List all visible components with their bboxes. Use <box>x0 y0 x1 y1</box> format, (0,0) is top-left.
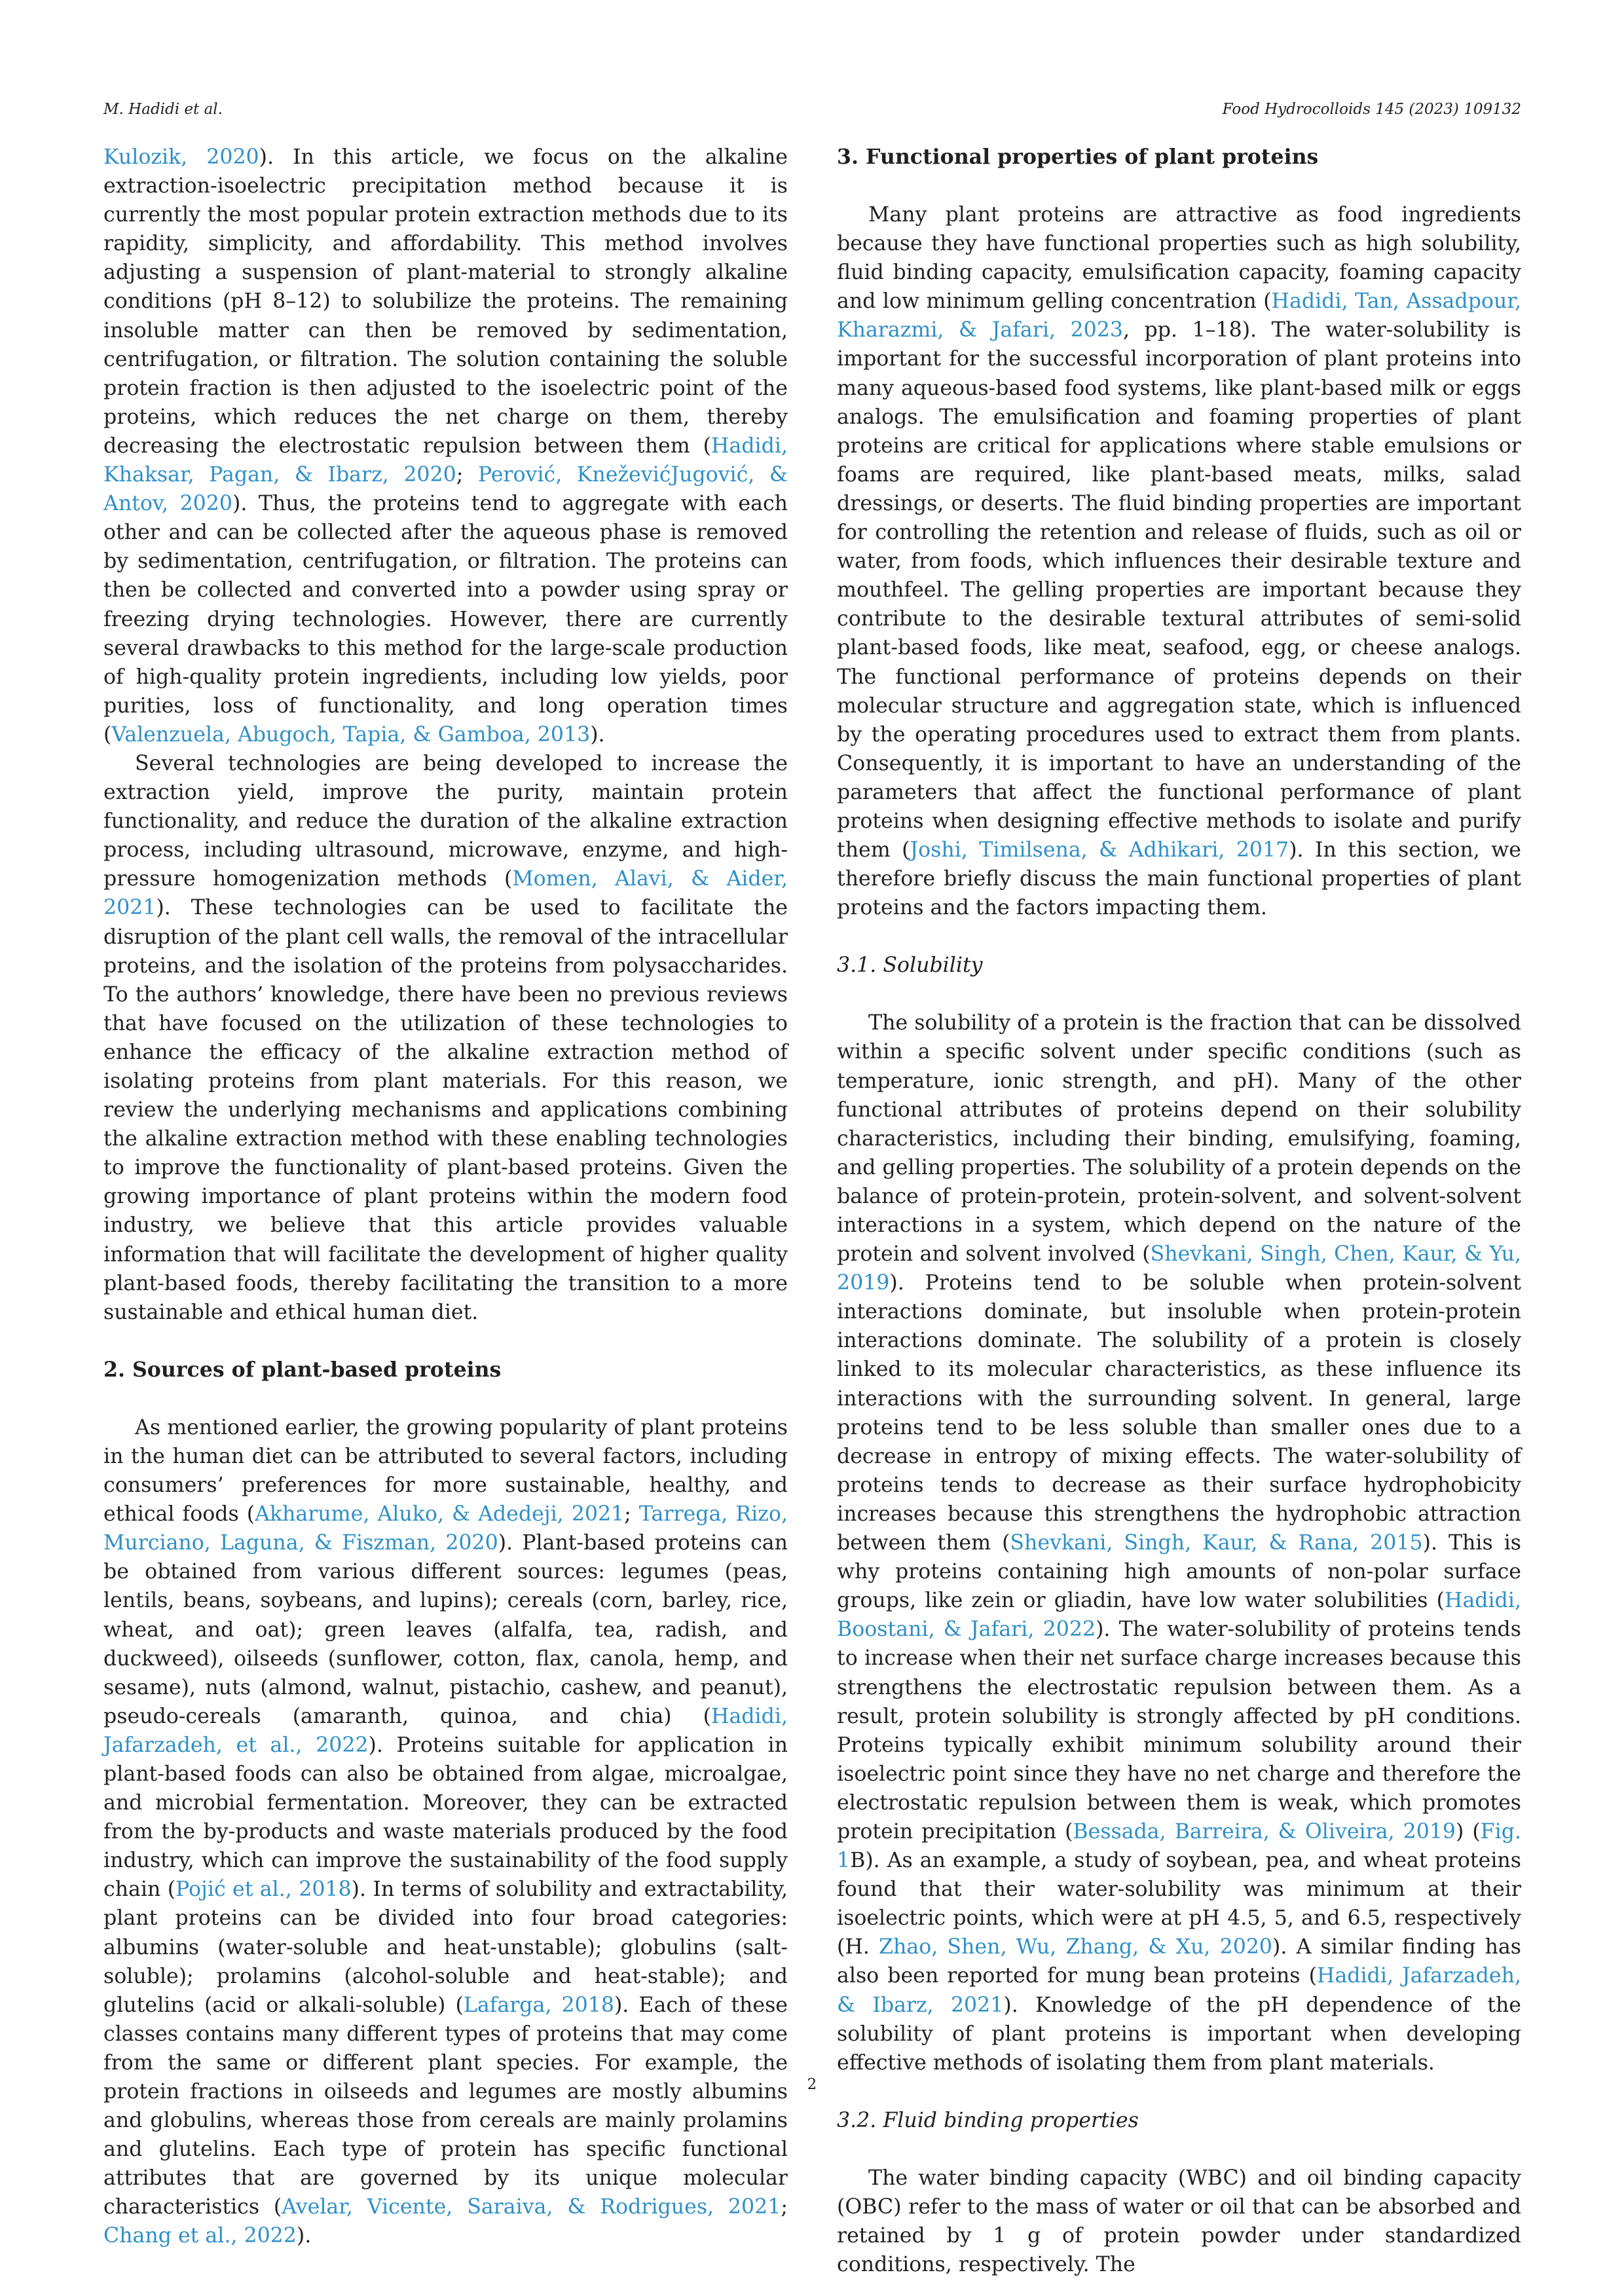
paragraph-text: B). As an example, a study of soybean, p… <box>837 1849 1521 1959</box>
paragraph-text: ). <box>590 722 605 747</box>
paragraph-text: The solubility of a protein is the fract… <box>837 1011 1521 1267</box>
left-column: Kulozik, 2020). In this article, we focu… <box>103 143 788 2251</box>
paragraph-text: ). The water-solubility of proteins tend… <box>837 1618 1521 1844</box>
paragraph-functional-properties: Many plant proteins are attractive as fo… <box>837 200 1521 922</box>
paragraph-text: ). Knowledge of the pH dependence of the… <box>837 1993 1522 2075</box>
running-head-journal: Food Hydrocolloids 145 (2023) 109132 <box>1222 101 1521 118</box>
paragraph-text: ). Plant-based proteins can be obtained … <box>103 1531 788 1728</box>
paragraph-text: ). These technologies can be used to fac… <box>103 896 788 1324</box>
citation-link[interactable]: Valenzuela, Abugoch, Tapia, & Gamboa, 20… <box>111 722 591 747</box>
paragraph-text: The water binding capacity (WBC) and oil… <box>837 2166 1521 2277</box>
paragraph-text: ; <box>781 2195 788 2219</box>
paragraph-text: Many plant proteins are attractive as fo… <box>837 203 1521 314</box>
paragraph-text: ). Thus, the proteins tend to aggregate … <box>103 492 788 747</box>
section-heading-functional-properties: 3. Functional properties of plant protei… <box>837 145 1319 169</box>
paragraph-text: ). In this section, we therefore briefly… <box>837 838 1521 920</box>
citation-link[interactable]: Hadidi, Jafarzadeh, & Ibarz, 2021 <box>837 1964 1521 2017</box>
subsection-heading-solubility: 3.1. Solubility <box>837 954 983 978</box>
citation-link[interactable]: Joshi, Timilsena, & Adhikari, 2017 <box>910 838 1289 862</box>
citation-link[interactable]: Avelar, Vicente, Saraiva, & Rodrigues, 2… <box>282 2195 781 2219</box>
citation-link[interactable]: Hadidi, Boostani, & Jafari, 2022 <box>837 1589 1521 1642</box>
running-head-authors: M. Hadidi et al. <box>103 101 223 118</box>
paragraph-solubility: The solubility of a protein is the fract… <box>837 1009 1521 2077</box>
right-column: 3. Functional properties of plant protei… <box>837 143 1521 2279</box>
citation-link[interactable]: Shevkani, Singh, Kaur, & Rana, 2015 <box>1010 1531 1423 1555</box>
citation-link[interactable]: Akharume, Aluko, & Adedeji, 2021 <box>255 1502 625 1527</box>
page-number: 2 <box>807 2076 817 2093</box>
paragraph-text: ). In this article, we focus on the alka… <box>103 145 788 458</box>
section-heading-sources: 2. Sources of plant-based proteins <box>103 1357 502 1382</box>
citation-link[interactable]: Momen, Alavi, & Aider, 2021 <box>103 867 788 920</box>
citation-link[interactable]: Hadidi, Khaksar, Pagan, & Ibarz, 2020 <box>103 434 788 487</box>
paragraph-sources: As mentioned earlier, the growing popula… <box>103 1413 788 2251</box>
subsection-heading-fluid-binding: 3.2. Fluid binding properties <box>837 2108 1139 2132</box>
paragraph-text: ). Each of these classes contains many d… <box>103 1993 788 2219</box>
citation-link[interactable]: Pojić et al., 2018 <box>175 1878 352 1902</box>
paragraph-text: ) ( <box>1456 1819 1481 1844</box>
paragraph-technologies: Several technologies are being developed… <box>103 749 788 1327</box>
citation-link[interactable]: Zhao, Shen, Wu, Zhang, & Xu, 2020 <box>879 1935 1273 1959</box>
citation-link[interactable]: Chang et al., 2022 <box>103 2224 297 2248</box>
paragraph-fluid-binding: The water binding capacity (WBC) and oil… <box>837 2164 1521 2279</box>
citation-link[interactable]: Hadidi, Jafarzadeh, et al., 2022 <box>103 1704 788 1757</box>
paragraph-text: ). Proteins suitable for application in … <box>103 1733 788 1902</box>
citation-link[interactable]: Kulozik, 2020 <box>103 145 259 169</box>
paragraph-text: ). This is why proteins containing high … <box>837 1531 1522 1613</box>
citation-link[interactable]: Bessada, Barreira, & Oliveira, 2019 <box>1073 1819 1456 1844</box>
paragraph-continuation: Kulozik, 2020). In this article, we focu… <box>103 143 788 749</box>
citation-link[interactable]: Perović, KneževićJugović, & Antov, 2020 <box>103 463 788 516</box>
paragraph-text: ; <box>624 1502 639 1527</box>
paragraph-text: ). Proteins tend to be soluble when prot… <box>837 1271 1521 1555</box>
paragraph-text: Several technologies are being developed… <box>103 751 788 891</box>
paragraph-text: ; <box>456 463 478 487</box>
citation-link[interactable]: Lafarga, 2018 <box>463 1993 614 2017</box>
citation-link[interactable]: Shevkani, Singh, Chen, Kaur, & Yu, 2019 <box>837 1242 1521 1295</box>
paragraph-text: ). A similar finding has also been repor… <box>837 1935 1521 1988</box>
paragraph-text: ). In terms of solubility and extractabi… <box>103 1878 788 2017</box>
paragraph-text: ). <box>296 2224 312 2248</box>
paragraph-text: , pp. 1–18). The water-solubility is imp… <box>837 318 1521 862</box>
citation-link[interactable]: Fig. 1 <box>837 1819 1522 1873</box>
citation-link[interactable]: Tarrega, Rizo, Murciano, Laguna, & Fiszm… <box>103 1502 788 1555</box>
paragraph-text: As mentioned earlier, the growing popula… <box>103 1415 788 1527</box>
citation-link[interactable]: Hadidi, Tan, Assadpour, Kharazmi, & Jafa… <box>837 289 1522 343</box>
